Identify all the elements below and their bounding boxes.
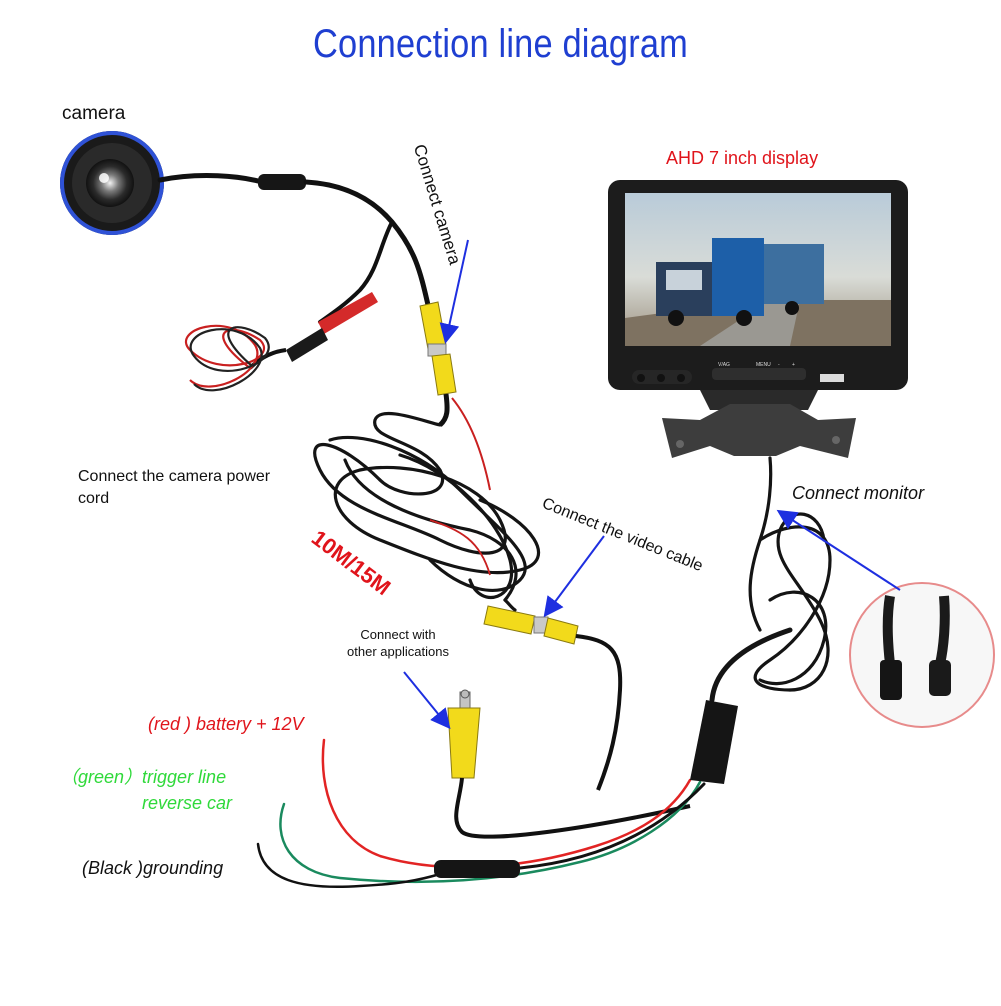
display-label: AHD 7 inch display [666, 148, 819, 168]
connector-inset [849, 582, 995, 728]
camera-power-label: Connect the camera power cord [78, 468, 271, 507]
truck-image [656, 238, 824, 326]
power-wire-coil [185, 324, 270, 392]
diagram-title: Connection line diagram [313, 22, 688, 66]
red-wire-label: (red ) battery + 12V [148, 714, 304, 734]
camera-label: camera [62, 103, 126, 124]
connect-monitor-label: Connect monitor [792, 483, 925, 503]
camera-rca-connector [419, 301, 491, 491]
green-wire-sublabel: reverse car [142, 793, 233, 813]
video-rca-connector [483, 605, 623, 791]
green-wire-label: （green）trigger line [60, 767, 227, 787]
camera-device [60, 131, 164, 235]
extension-cable-coil [313, 411, 541, 612]
camera-cable [157, 173, 431, 324]
extension-red-wire [429, 519, 491, 576]
harness-wires [256, 627, 793, 889]
black-wire-label: (Black )grounding [82, 858, 224, 878]
aux-rca-connector [447, 689, 691, 839]
other-apps-label: Connect with other applications [347, 627, 449, 659]
display-monitor [608, 180, 908, 458]
monitor-cable-coil [748, 456, 832, 692]
power-plug [248, 292, 378, 370]
callout-arrows [403, 239, 901, 730]
